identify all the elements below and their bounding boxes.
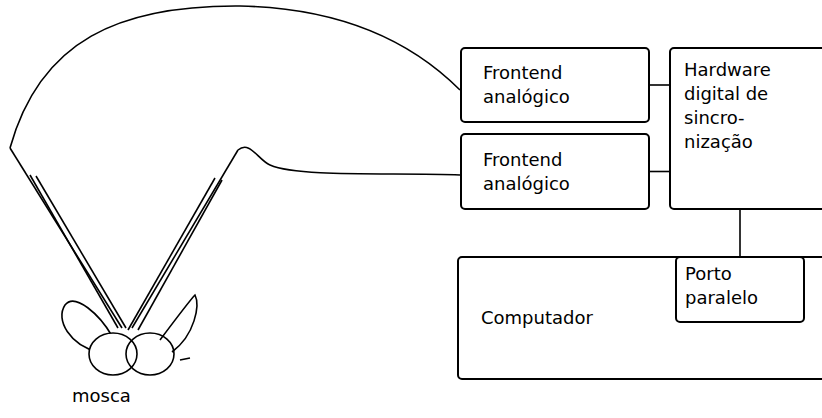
wire (238, 147, 460, 175)
electrode (30, 175, 118, 328)
sync-hardware-box: Hardware digital de sincro- nização (669, 47, 822, 210)
node-label: Frontend analógico (483, 61, 603, 109)
node-label: Computador (481, 306, 621, 330)
frontend-box: Frontend analógico (460, 133, 650, 210)
fly-eye (89, 333, 137, 375)
fly-wing (160, 295, 197, 352)
node-label: Frontend analógico (483, 148, 603, 196)
frontend-box: Frontend analógico (460, 47, 650, 123)
node-label: Hardware digital de sincro- nização (684, 58, 784, 154)
fly-leg (180, 358, 190, 360)
fly-eye (126, 333, 174, 375)
connector (650, 84, 669, 86)
node-label: Porto paralelo (685, 262, 790, 310)
specimen-label: mosca (72, 384, 131, 408)
connector (650, 171, 669, 173)
electrode (132, 150, 238, 328)
electrode (10, 148, 122, 328)
computer-box: Computador Porto paralelo (457, 256, 822, 380)
wire (10, 6, 460, 148)
electrode (128, 178, 215, 330)
parallel-port-box: Porto paralelo (675, 256, 805, 323)
electrode (36, 176, 126, 328)
electrode (138, 180, 222, 330)
connector (739, 210, 741, 256)
